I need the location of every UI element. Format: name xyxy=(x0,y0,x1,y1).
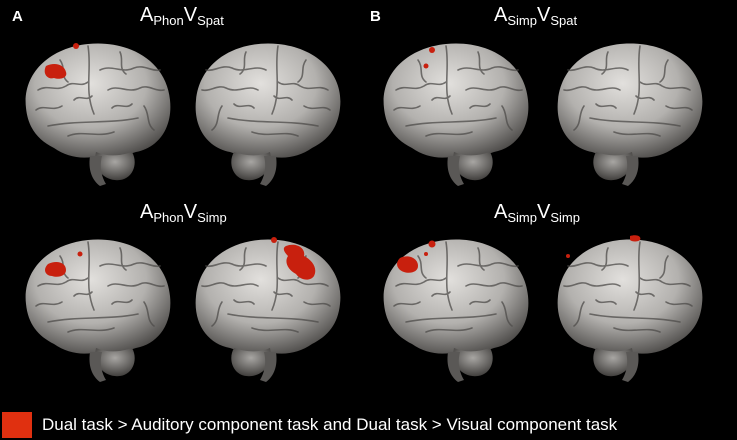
activation-blob xyxy=(630,235,641,242)
activation-blob xyxy=(73,43,79,49)
brain-a-top-left-hemisphere xyxy=(8,30,178,190)
condition-label-b-bottom: ASimpVSimp xyxy=(494,201,580,225)
brain-a-top-right-hemisphere xyxy=(188,30,358,190)
brain-b-bottom-right-hemisphere xyxy=(550,226,720,386)
panel-letter-a: A xyxy=(12,8,23,25)
legend: Dual task > Auditory component task and … xyxy=(0,404,737,440)
activation-blob xyxy=(566,254,570,258)
activation-blob xyxy=(428,240,436,248)
activation-blob xyxy=(423,63,429,69)
activation-blob xyxy=(429,47,435,53)
brain-b-bottom-left-hemisphere xyxy=(366,226,536,386)
brain-b-top-right-hemisphere xyxy=(550,30,720,190)
condition-label-b-top: ASimpVSpat xyxy=(494,4,578,28)
activation-blob xyxy=(271,237,277,243)
activation-blob xyxy=(397,256,418,273)
brain-a-bottom-left-hemisphere xyxy=(8,226,178,386)
legend-swatch xyxy=(2,412,32,438)
condition-label-a-top: APhonVSpat xyxy=(140,4,224,28)
brain-a-bottom-right-hemisphere xyxy=(188,226,358,386)
brain-b-top-left-hemisphere xyxy=(366,30,536,190)
legend-label: Dual task > Auditory component task and … xyxy=(42,415,618,434)
activation-blob xyxy=(44,64,67,79)
activation-blob xyxy=(283,244,316,280)
panel-letter-b: B xyxy=(370,8,381,25)
activation-blob xyxy=(424,252,428,256)
activation-blob xyxy=(77,251,83,257)
activation-blob xyxy=(45,262,66,277)
condition-label-a-bottom: APhonVSimp xyxy=(140,201,227,225)
